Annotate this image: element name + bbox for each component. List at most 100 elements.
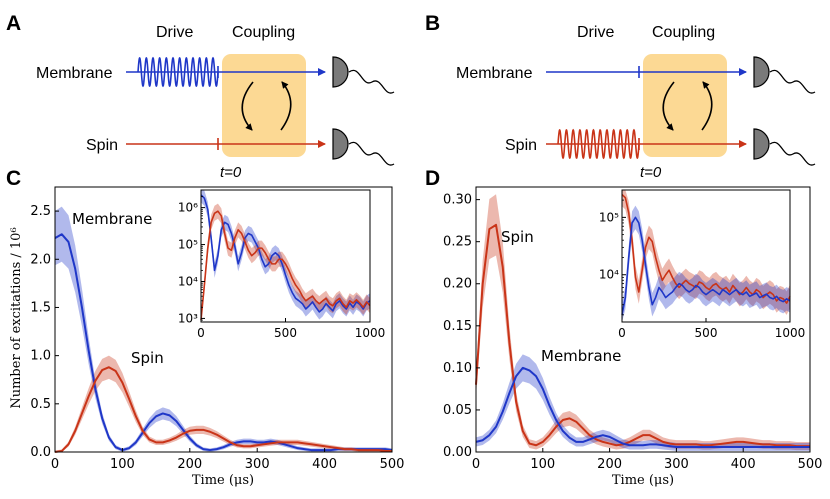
chart-c-x-label: Time (μs) <box>192 473 254 488</box>
chart-c-y-label: Number of excitations / 10⁶ <box>9 227 24 408</box>
chart-d-y-tick-label: 0.20 <box>443 277 472 292</box>
chart-d-y-ticks: 0.000.050.100.150.200.250.30 <box>443 193 480 460</box>
chart-d-x-tick-label: 0 <box>472 457 480 472</box>
chart-d-x-tick-label: 400 <box>731 457 756 472</box>
chart-c-bands <box>55 206 392 452</box>
chart-d-line-spin <box>475 223 810 448</box>
chart-c-frame <box>54 186 393 453</box>
chart-c-inset-line-membrane <box>200 194 371 313</box>
chart-c-y-tick-label: 2.5 <box>30 204 51 219</box>
coupling-label-b: Coupling <box>652 24 715 41</box>
chart-d-x-tick-label: 500 <box>798 457 823 472</box>
chart-d-annotation-membrane: Membrane <box>541 347 621 365</box>
drive-label-b: Drive <box>577 24 614 41</box>
t0-label-b: t=0 <box>640 164 662 181</box>
chart-c-x-tick-label: 0 <box>51 457 59 472</box>
chart-c-y-tick-label: 0.5 <box>30 397 51 412</box>
chart-d-y-tick-label: 0.00 <box>443 445 472 460</box>
chart-d-x-tick-label: 300 <box>664 457 689 472</box>
panel-label-a: A <box>6 12 21 35</box>
membrane-label-a: Membrane <box>36 65 113 82</box>
chart-c-inset-background <box>201 190 370 322</box>
chart-c-x-tick-label: 400 <box>312 457 337 472</box>
detector-cable-spin-a <box>348 141 395 166</box>
detector-spin-b <box>753 128 770 160</box>
chart-c-y-ticks: 0.0 0.5 1.0 1.5 2.0 2.5 <box>30 204 59 460</box>
chart-d-line-membrane <box>475 366 810 448</box>
chart-c-x-tick-label: 100 <box>110 457 135 472</box>
chart-c-inset-y-tick-label: 10⁶ <box>178 201 198 215</box>
chart-c-inset-lines <box>200 194 371 321</box>
chart-d-annotation-spin: Spin <box>501 228 534 246</box>
coupling-box-b <box>643 54 727 157</box>
coupling-label-a: Coupling <box>232 24 295 41</box>
chart-c-y-tick-label: 2.0 <box>30 252 51 267</box>
detector-membrane-b <box>753 56 770 88</box>
chart-d-inset-x-ticks: 0 500 1000 <box>618 318 805 340</box>
coupling-arrow-down-b <box>662 81 675 131</box>
panel-label-b: B <box>425 12 440 35</box>
chart-c-inset-x-tick-label: 1000 <box>355 326 386 340</box>
chart-d-inset-x-tick-label: 500 <box>695 326 718 340</box>
detector-cable-spin-b <box>769 141 816 166</box>
chart-c-x-tick-label: 500 <box>380 457 405 472</box>
detector-cable-membrane-b <box>769 69 816 94</box>
drive-wave-a <box>137 56 219 88</box>
chart-d-inset-y-tick-label: 10⁴ <box>599 268 619 282</box>
chart-c-annotation-membrane: Membrane <box>72 210 152 228</box>
chart-d-x-label: Time (μs) <box>612 473 674 488</box>
chart-d-inset-x-tick-label: 1000 <box>775 326 806 340</box>
chart-c-x-tick-label: 200 <box>177 457 202 472</box>
detector-spin-a <box>332 128 349 160</box>
schematic-a: A Drive Coupling Membrane Spin t=0 <box>6 12 395 181</box>
chart-c-inset-x-tick-label: 0 <box>197 326 205 340</box>
membrane-label-b: Membrane <box>456 65 533 82</box>
panel-label-c: C <box>6 167 21 190</box>
coupling-arrow-up-a <box>280 81 292 131</box>
chart-c-x-ticks: 0 100 200 300 400 500 <box>51 448 405 472</box>
chart-d-x-tick-label: 200 <box>597 457 622 472</box>
detector-cable-membrane-a <box>348 69 395 94</box>
chart-d-y-tick-label: 0.25 <box>443 235 472 250</box>
chart-c-inset-x-ticks: 0 500 1000 <box>197 318 385 340</box>
chart-c-inset-y-tick-label: 10⁵ <box>178 238 198 252</box>
chart-c-y-tick-label: 1.5 <box>30 300 51 315</box>
spin-label-b: Spin <box>505 137 537 154</box>
chart-d-y-tick-label: 0.05 <box>443 403 472 418</box>
chart-c-inset-x-tick-label: 500 <box>274 326 297 340</box>
chart-c: C 0 100 200 300 400 500 0.0 0.5 1.0 1.5 2.0 2.5 Ti… <box>6 167 404 488</box>
coupling-arrow-up-b <box>701 81 713 131</box>
chart-c-lines <box>54 233 393 453</box>
chart-c-y-tick-label: 1.0 <box>30 349 51 364</box>
chart-c-band-spin <box>55 355 392 452</box>
chart-d-inset-background <box>622 190 790 322</box>
chart-c-annotation-spin: Spin <box>131 349 164 367</box>
chart-c-line-membrane <box>54 233 393 452</box>
chart-d-inset-y-ticks: 10⁴ 10⁵ <box>599 199 626 316</box>
panel-label-d: D <box>425 167 440 190</box>
drive-wave-b <box>557 128 640 160</box>
drive-label-a: Drive <box>156 24 193 41</box>
chart-c-inset-y-ticks: 10³ 10⁴ 10⁵ 10⁶ <box>178 196 205 325</box>
chart-c-inset-y-tick-label: 10³ <box>178 311 198 325</box>
chart-d-x-ticks: 0 100 200 300 400 500 <box>472 448 823 472</box>
chart-c-inset-y-tick-label: 10⁴ <box>178 274 198 288</box>
chart-d-inset-band-spin <box>622 190 790 315</box>
chart-c-inset-line-spin <box>200 210 371 321</box>
chart-c-x-tick-label: 300 <box>245 457 270 472</box>
schematic-b: B Drive Coupling Membrane Spin t=0 <box>425 12 816 181</box>
coupling-arrow-down-a <box>241 81 254 131</box>
chart-d-x-tick-label: 100 <box>530 457 555 472</box>
chart-d-y-tick-label: 0.10 <box>443 361 472 376</box>
chart-d-y-tick-label: 0.30 <box>443 193 472 208</box>
chart-d-inset-x-tick-label: 0 <box>618 326 626 340</box>
chart-d-lines <box>475 223 810 448</box>
coupling-box-a <box>222 54 306 157</box>
chart-d-inset-y-tick-label: 10⁵ <box>599 210 619 224</box>
chart-c-y-tick-label: 0.0 <box>30 445 51 460</box>
chart-d-inset-lines <box>621 193 791 315</box>
spin-label-a: Spin <box>86 137 118 154</box>
chart-c-line-spin <box>54 366 392 453</box>
